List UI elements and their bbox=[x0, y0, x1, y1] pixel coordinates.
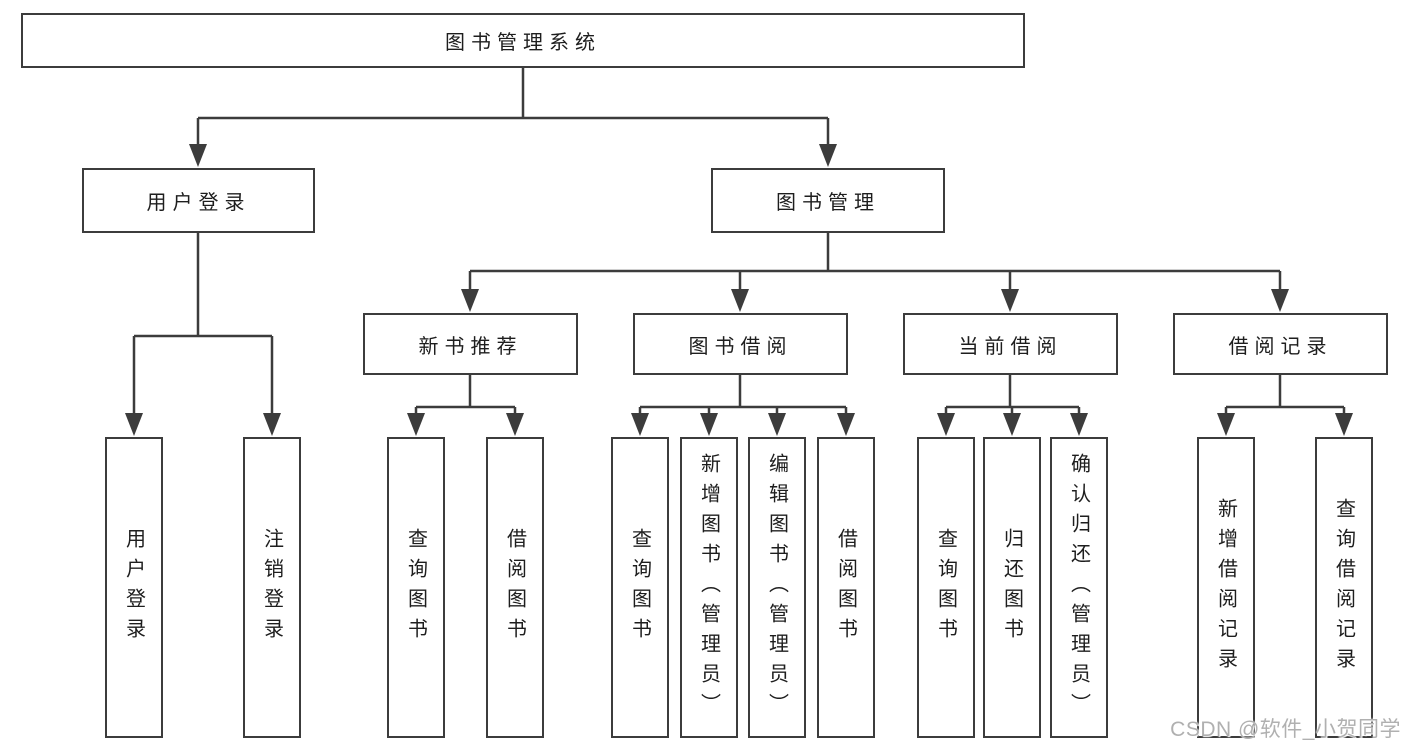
leaf-add-borrow-record: 新增借阅记录 bbox=[1197, 437, 1255, 738]
leaf-edit-books-admin: 编辑图书（管理员） bbox=[748, 437, 806, 738]
leaf-borrow-books-borrowing: 借阅图书 bbox=[817, 437, 875, 738]
leaf-query-books-recommend: 查询图书 bbox=[387, 437, 445, 738]
node-new-book-recommendation: 新书推荐 bbox=[363, 313, 578, 375]
leaf-borrow-books-recommend: 借阅图书 bbox=[486, 437, 544, 738]
leaf-logout-login: 注销登录 bbox=[243, 437, 301, 738]
leaf-query-borrow-record: 查询借阅记录 bbox=[1315, 437, 1373, 738]
node-current-borrowing: 当前借阅 bbox=[903, 313, 1118, 375]
node-borrowing-records: 借阅记录 bbox=[1173, 313, 1388, 375]
leaf-add-books-admin: 新增图书（管理员） bbox=[680, 437, 738, 738]
leaf-confirm-return-admin: 确认归还（管理员） bbox=[1050, 437, 1108, 738]
node-user-login: 用户登录 bbox=[82, 168, 315, 233]
leaf-query-books-borrowing: 查询图书 bbox=[611, 437, 669, 738]
leaf-user-login: 用户登录 bbox=[105, 437, 163, 738]
leaf-query-books-current: 查询图书 bbox=[917, 437, 975, 738]
node-book-borrowing: 图书借阅 bbox=[633, 313, 848, 375]
arrowheads bbox=[125, 144, 1353, 436]
node-root: 图书管理系统 bbox=[21, 13, 1025, 68]
leaf-return-books: 归还图书 bbox=[983, 437, 1041, 738]
node-book-management: 图书管理 bbox=[711, 168, 945, 233]
csdn-watermark: CSDN @软件_小贺同学 bbox=[1170, 718, 1401, 741]
